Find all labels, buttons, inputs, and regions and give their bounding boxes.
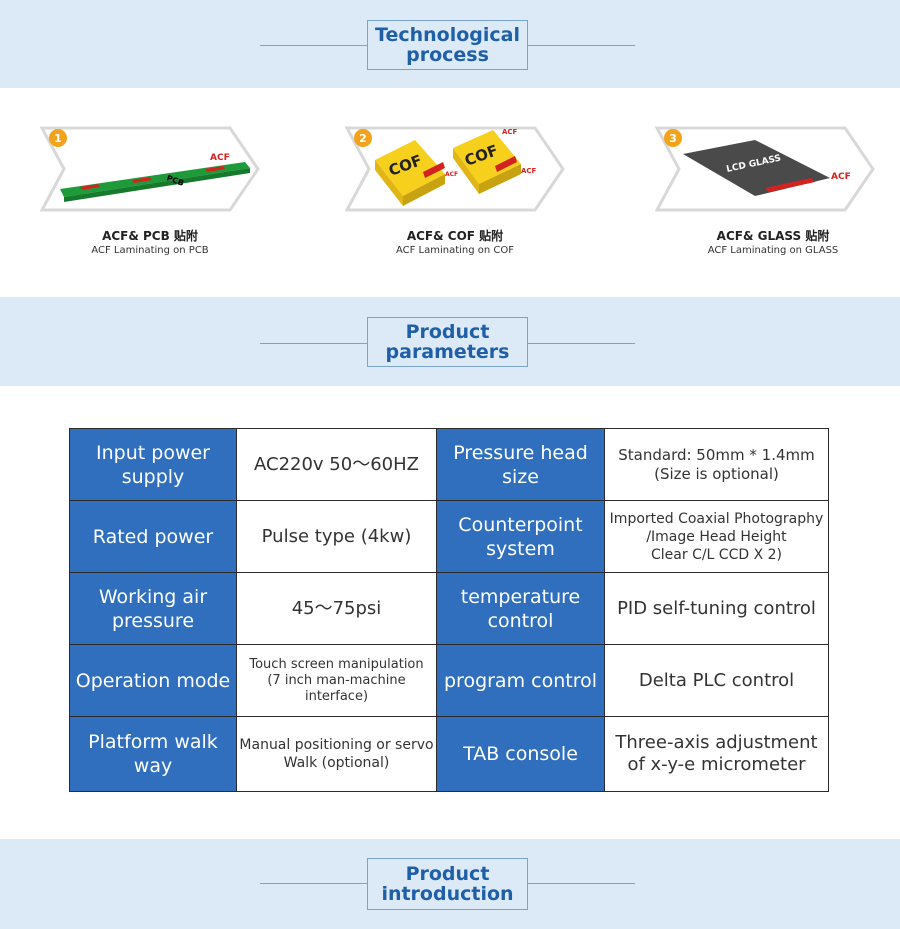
param-label: program control	[436, 644, 605, 717]
section-title-line1: Technological	[375, 24, 520, 46]
step-2-caption-en: ACF Laminating on COF	[395, 245, 515, 256]
step-badge-icon	[49, 129, 67, 147]
param-label: temperature control	[436, 572, 605, 645]
section-title-technological-process: Technological process	[367, 20, 528, 70]
param-label: Platform walk way	[69, 716, 237, 792]
param-value-line: /Image Head Height	[646, 528, 787, 545]
step-1-caption-cn: ACF& PCB 贴附	[102, 229, 198, 243]
param-value: Three-axis adjustment of x-y-e micromete…	[604, 716, 829, 792]
section-title-line2: introduction	[381, 883, 514, 905]
table-row: Working air pressure 45～75psi temperatur…	[69, 572, 829, 645]
step-3-caption-cn: ACF& GLASS 贴附	[716, 229, 830, 243]
table-row: Operation mode Touch screen manipulation…	[69, 644, 829, 717]
param-value: Delta PLC control	[604, 644, 829, 717]
param-label: Operation mode	[69, 644, 237, 717]
step-2-caption-cn: ACF& COF 贴附	[406, 229, 504, 243]
step-number: 1	[54, 132, 62, 145]
process-step-3-graphic: 3 LCD GLASS ACF	[655, 126, 875, 216]
param-label: TAB console	[436, 716, 605, 792]
section-title-line2: process	[406, 44, 489, 66]
section-title-product-introduction: Product introduction	[367, 858, 528, 910]
param-value: AC220v 50～60HZ	[236, 428, 437, 501]
param-value-line: Walk (optional)	[283, 755, 390, 771]
parameters-table: Input power supply AC220v 50～60HZ Pressu…	[69, 428, 829, 792]
param-value: 45～75psi	[236, 572, 437, 645]
param-value-line: Clear C/L CCD X 2)	[651, 546, 782, 563]
param-value: Manual positioning or servo Walk (option…	[236, 716, 437, 792]
acf-label-3: ACF	[521, 167, 537, 175]
param-value-line: Three-axis adjustment	[615, 732, 818, 753]
section-title-line1: Product	[405, 321, 490, 343]
param-value-line: of x-y-e micrometer	[627, 754, 806, 775]
step-3-caption-en: ACF Laminating on GLASS	[707, 245, 839, 256]
step-1-caption-en: ACF Laminating on PCB	[91, 245, 209, 256]
param-value-line: (Size is optional)	[654, 464, 779, 483]
param-value: Imported Coaxial Photography /Image Head…	[604, 500, 829, 573]
acf-label: ACF	[502, 128, 518, 136]
param-label: Input power supply	[69, 428, 237, 501]
param-label: Working air pressure	[69, 572, 237, 645]
param-label: Rated power	[69, 500, 237, 573]
param-value-line: (7 inch man-machine interface)	[267, 672, 406, 704]
section-title-product-parameters: Product parameters	[367, 317, 528, 367]
table-row: Rated power Pulse type (4kw) Counterpoin…	[69, 500, 829, 573]
acf-label: ACF	[210, 153, 230, 163]
process-step-1-graphic: 1 PCB ACF	[40, 126, 260, 216]
param-value-line: Manual positioning or servo	[239, 737, 434, 753]
acf-label-2: ACF	[445, 171, 458, 178]
process-step-2-graphic: 2 COF COF ACF ACF ACF	[345, 126, 565, 216]
step-number: 2	[359, 132, 367, 145]
param-label: Pressure head size	[436, 428, 605, 501]
param-value-line: Standard: 50mm * 1.4mm	[618, 445, 815, 464]
param-value: Standard: 50mm * 1.4mm (Size is optional…	[604, 428, 829, 501]
param-value-line: Touch screen manipulation	[249, 656, 424, 672]
table-row: Platform walk way Manual positioning or …	[69, 716, 829, 792]
section-title-line1: Product	[405, 863, 490, 885]
step-badge-icon	[664, 129, 682, 147]
acf-label: ACF	[831, 172, 851, 182]
param-value: Pulse type (4kw)	[236, 500, 437, 573]
param-value: PID self-tuning control	[604, 572, 829, 645]
step-number: 3	[669, 132, 677, 145]
param-label: Counterpoint system	[436, 500, 605, 573]
param-value-line: Imported Coaxial Photography	[609, 510, 824, 527]
step-badge-icon	[354, 129, 372, 147]
section-title-line2: parameters	[385, 341, 510, 363]
param-value: Touch screen manipulation (7 inch man-ma…	[236, 644, 437, 717]
table-row: Input power supply AC220v 50～60HZ Pressu…	[69, 428, 829, 501]
